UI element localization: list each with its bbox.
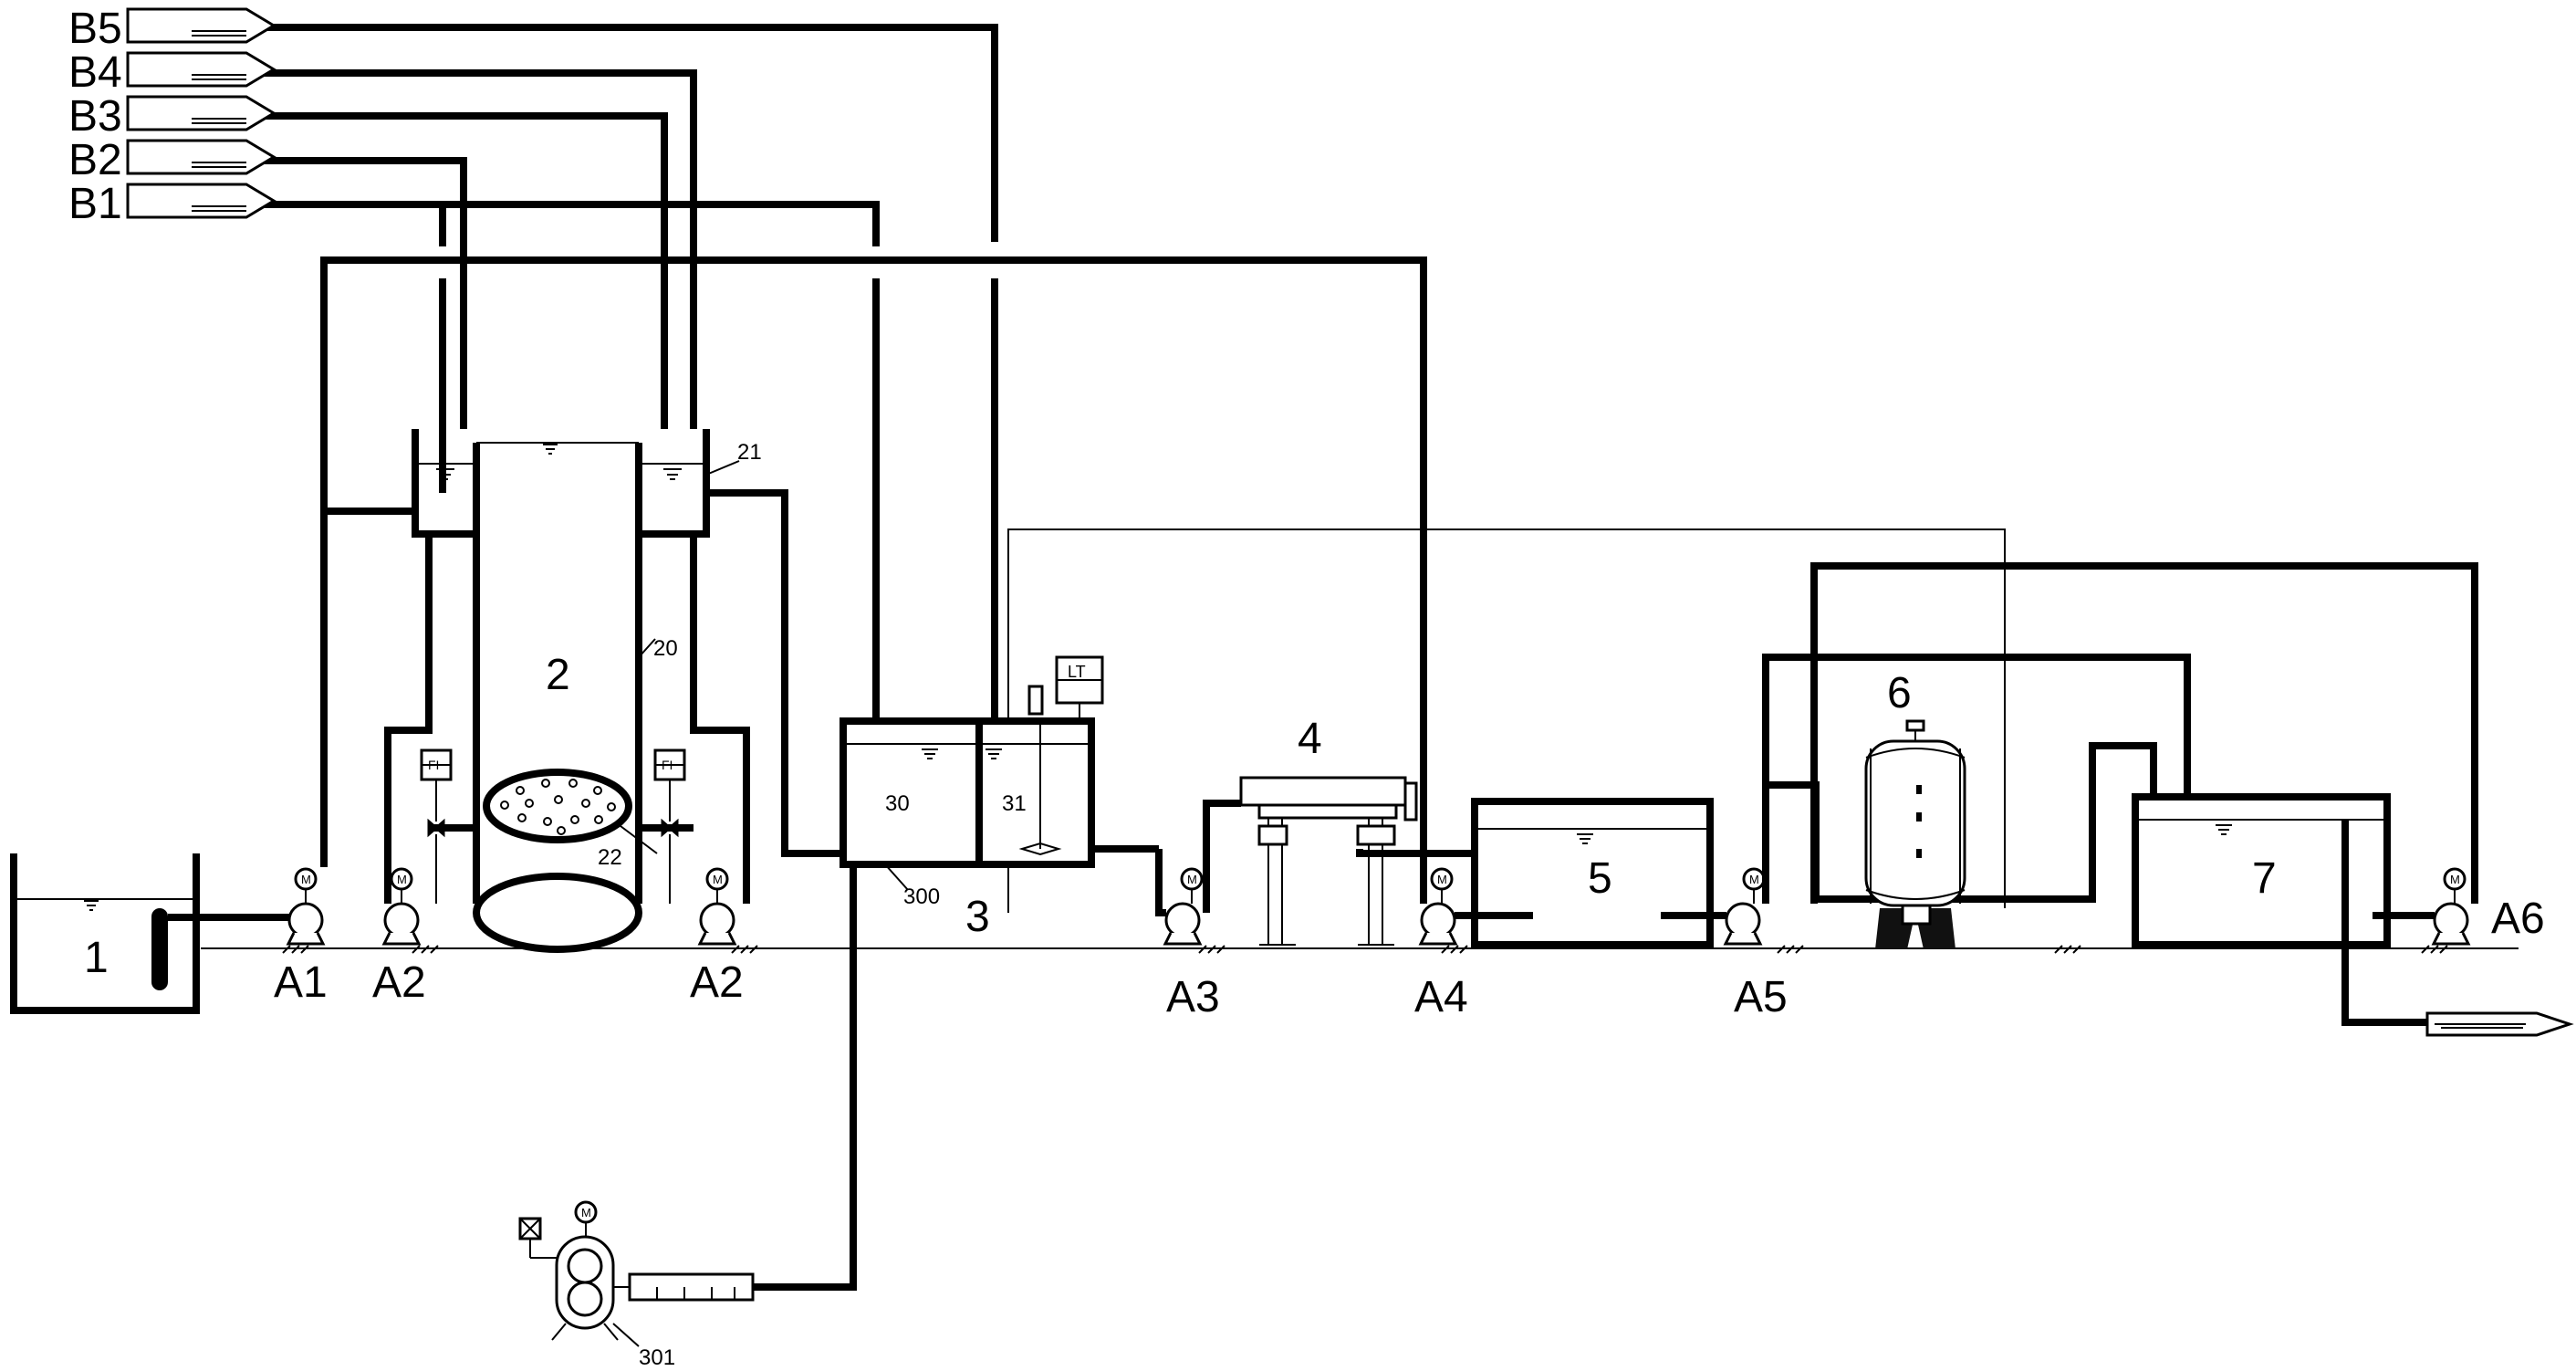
weir-box-right — [639, 429, 849, 904]
pump-label-a2-right: A2 — [690, 958, 744, 1007]
inlet-label-b1: B1 — [68, 180, 122, 228]
motor-label-a5: M — [1749, 873, 1759, 886]
pump-a2-left — [381, 867, 422, 946]
pump-a2-right — [697, 867, 737, 946]
ref-label-22: 22 — [598, 845, 622, 870]
pump-label-a6: A6 — [2491, 895, 2545, 943]
pump-label-a5: A5 — [1734, 973, 1788, 1021]
lt-label: LT — [1068, 663, 1086, 681]
level-transmitter — [1027, 655, 1104, 721]
inlet-label-b4: B4 — [68, 48, 122, 97]
outlet-arrow-lines — [2435, 1023, 2526, 1029]
pump-label-a1: A1 — [274, 958, 328, 1007]
tank-5 — [1455, 798, 1726, 948]
pump-label-a3: A3 — [1166, 973, 1220, 1021]
pump-a5 — [1723, 867, 1766, 946]
fi-label-left: FI — [428, 758, 439, 772]
ring-main-pipe — [320, 256, 1427, 904]
inlet-label-b5: B5 — [68, 5, 122, 53]
unit-label-4: 4 — [1298, 715, 1322, 763]
ref-label-31: 31 — [1002, 791, 1027, 816]
pump-a3 — [1163, 867, 1204, 946]
vessel-6 — [1762, 562, 2478, 949]
flow-indicator-right — [639, 748, 694, 904]
unit-label-3: 3 — [965, 893, 990, 941]
motor-label-a6: M — [2450, 873, 2460, 886]
inlet-pipes — [201, 24, 998, 726]
unit-4 — [1203, 776, 1497, 946]
pump-label-a2-left: A2 — [372, 958, 426, 1007]
unit-label-5: 5 — [1588, 854, 1612, 903]
blower-301 — [518, 1200, 755, 1347]
unit-label-7: 7 — [2252, 854, 2277, 903]
pump-a6 — [2431, 867, 2471, 946]
motor-label-a2-right: M — [713, 873, 723, 886]
unit-label-1: 1 — [84, 934, 109, 982]
motor-label-a4: M — [1437, 873, 1447, 886]
ref-label-20: 20 — [653, 636, 678, 661]
air-pipe — [753, 864, 857, 1291]
tank-1-inlet — [151, 908, 168, 990]
fi-label-right: FI — [662, 758, 673, 772]
ref-label-21: 21 — [737, 440, 762, 465]
water-level-icon — [84, 900, 99, 911]
unit-label-6: 6 — [1887, 669, 1912, 717]
reactor-2 — [473, 442, 658, 953]
inlet-label-b3: B3 — [68, 92, 122, 141]
ref-label-301: 301 — [639, 1345, 675, 1370]
inlet-arrows — [126, 7, 276, 219]
pump-a4 — [1418, 867, 1458, 946]
weir-box-left — [384, 429, 476, 904]
diffuser-plate — [483, 769, 632, 843]
motor-label-a1: M — [301, 873, 311, 886]
ref-label-300: 300 — [903, 884, 940, 909]
motor-label-blower: M — [581, 1206, 591, 1219]
unit-label-2: 2 — [546, 651, 570, 699]
flow-indicator-left — [420, 748, 476, 904]
ref-label-30: 30 — [885, 791, 910, 816]
motor-label-a3: M — [1187, 873, 1197, 886]
tank-7 — [2132, 793, 2574, 1037]
tank-1 — [10, 853, 200, 1014]
ground-hatches — [282, 945, 2448, 954]
pump-a1 — [286, 867, 326, 946]
tank-3 — [840, 717, 1166, 916]
motor-label-a2-left: M — [397, 873, 407, 886]
pump-label-a4: A4 — [1414, 973, 1468, 1021]
inlet-label-b2: B2 — [68, 136, 122, 184]
